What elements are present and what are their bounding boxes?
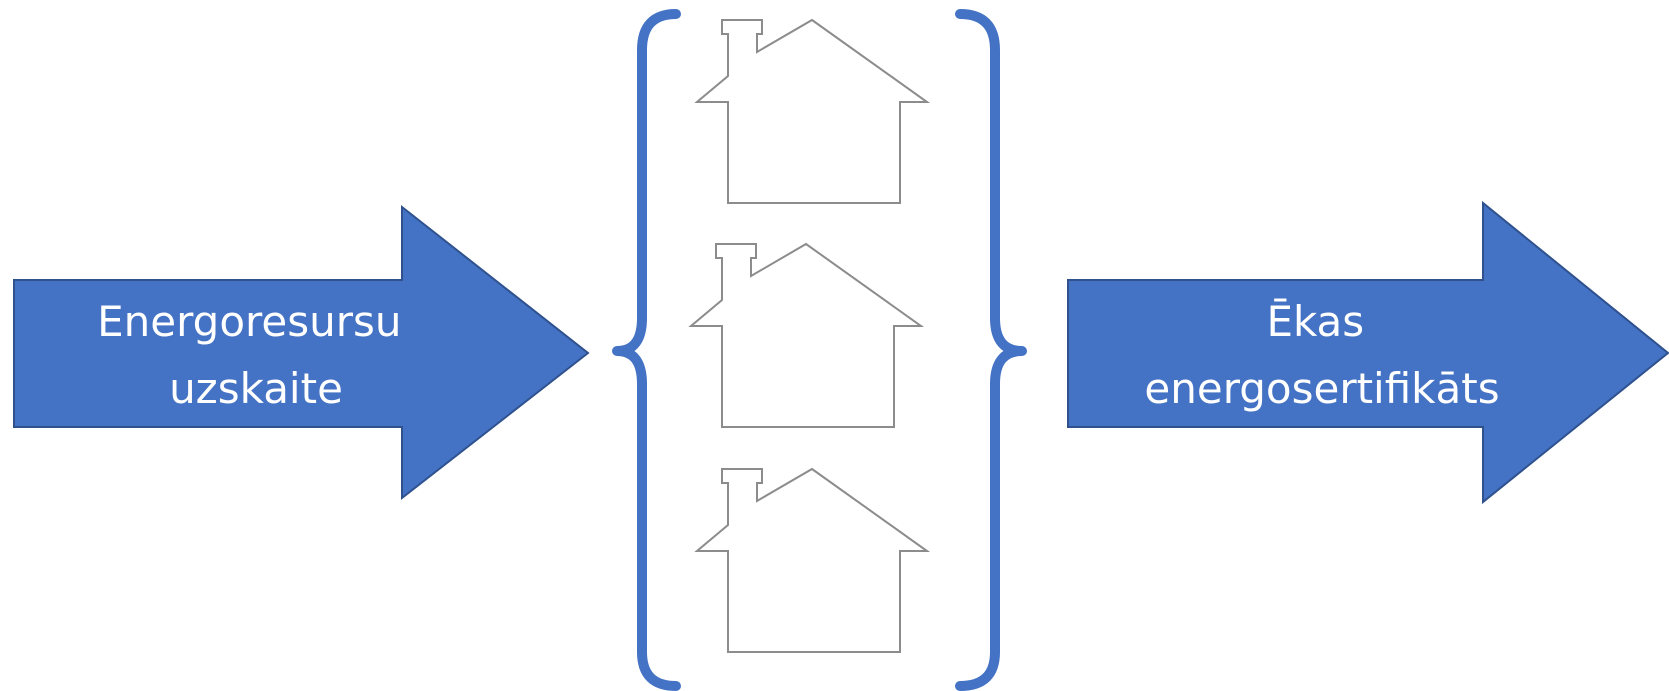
right-brace	[955, 9, 1027, 691]
house-icon	[690, 243, 922, 428]
output-arrow-line1: Ēkas	[1266, 297, 1364, 346]
input-arrow: Energoresursu uzskaite	[13, 204, 590, 501]
input-arrow-label: Energoresursu uzskaite	[97, 297, 415, 413]
output-arrow-line2: energosertifikāts	[1144, 364, 1499, 413]
input-arrow-line1: Energoresursu	[97, 297, 401, 346]
output-arrow-label: Ēkas energosertifikāts	[1144, 297, 1499, 413]
output-arrow-shape	[1067, 200, 1669, 505]
input-arrow-line2: uzskaite	[169, 364, 343, 413]
house-icon	[696, 468, 928, 653]
output-arrow: Ēkas energosertifikāts	[1067, 200, 1669, 505]
left-brace	[612, 9, 681, 691]
house-icon	[696, 19, 928, 204]
input-arrow-shape	[13, 204, 590, 501]
buildings-group	[690, 19, 928, 653]
